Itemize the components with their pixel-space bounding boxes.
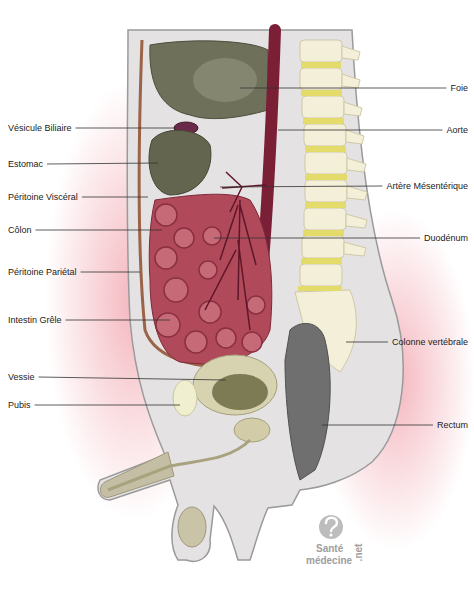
mesenteric-artery — [205, 172, 266, 330]
rectum — [285, 323, 330, 480]
leader-line — [35, 405, 180, 406]
stomach — [149, 130, 211, 195]
spinal-discs — [298, 62, 347, 291]
penis — [100, 452, 174, 497]
part-label: Duodénum — [424, 233, 468, 244]
pubis-bone — [173, 380, 197, 416]
leader-line — [82, 197, 148, 198]
liver — [150, 41, 268, 119]
liver-highlight — [193, 58, 257, 102]
prostate — [234, 418, 270, 442]
part-label: Intestin Grêle — [8, 315, 62, 326]
bladder — [193, 355, 277, 415]
part-label: Vessie — [8, 372, 35, 383]
testis — [178, 507, 206, 547]
part-label: Péritoine Pariétal — [8, 267, 77, 278]
leader-line — [76, 128, 176, 129]
leader-line — [66, 320, 170, 321]
leader-line — [214, 238, 420, 239]
leader-line — [278, 130, 442, 131]
leader-line — [240, 88, 446, 89]
intestine-mass — [149, 194, 272, 364]
logo-icon — [319, 515, 343, 539]
logo-mark — [326, 518, 337, 531]
watermark: .net — [353, 543, 364, 561]
watermark: Santé — [316, 543, 343, 554]
bladder-inner — [212, 374, 268, 410]
leader-line — [36, 230, 162, 231]
spine — [295, 40, 367, 372]
leader-line — [81, 272, 140, 273]
logo-dot — [329, 533, 332, 536]
body-outline — [98, 30, 403, 561]
part-label: Foie — [450, 83, 468, 94]
leader-line — [322, 425, 433, 426]
leader-line — [220, 186, 382, 187]
part-label: Artère Mésentérique — [386, 181, 468, 192]
part-label: Aorte — [446, 125, 468, 136]
part-label: Estomac — [8, 159, 43, 170]
part-label: Côlon — [8, 225, 32, 236]
leader-line — [346, 342, 388, 343]
part-label: Pubis — [8, 400, 31, 411]
part-label: Vésicule Biliaire — [8, 123, 72, 134]
part-label: Péritoine Viscéral — [8, 192, 78, 203]
part-label: Rectum — [437, 420, 468, 431]
urethra — [108, 440, 250, 490]
part-label: Colonne vertébrale — [392, 337, 468, 348]
leader-line — [39, 377, 226, 380]
leader-line — [47, 163, 158, 164]
intestine-loops — [155, 204, 265, 353]
watermark: médecine — [306, 555, 352, 566]
